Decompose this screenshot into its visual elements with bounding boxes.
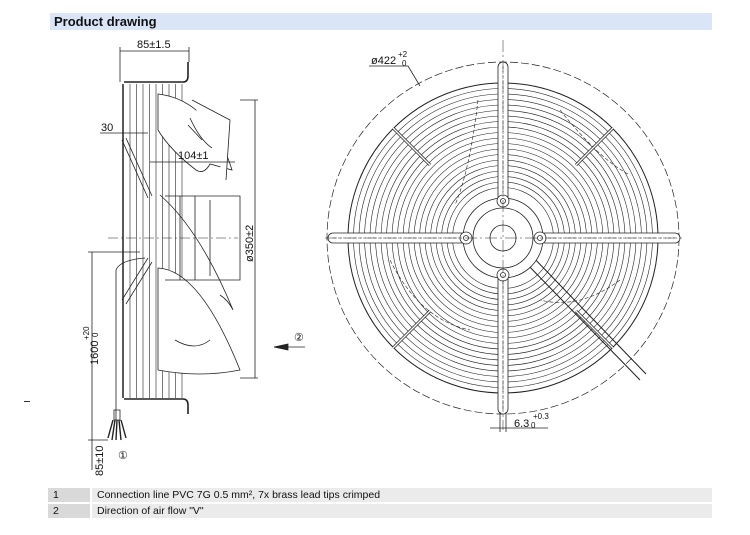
margin-mark <box>24 401 30 402</box>
dim-slot-tol-lower: 0 <box>531 421 536 430</box>
table-row: 2 Direction of air flow "V" <box>48 504 712 518</box>
dim-30: 30 <box>101 122 113 134</box>
table-row: 1 Connection line PVC 7G 0.5 mm², 7x bra… <box>48 488 712 502</box>
dim-cable-tol-lower: 0 <box>91 332 100 337</box>
note-number: 1 <box>48 488 92 502</box>
front-view: ø422 +2 0 6.3 +0.3 0 <box>325 40 685 432</box>
callout-1: ① <box>118 450 128 462</box>
dim-dia422: ø422 <box>371 55 396 67</box>
dim-slot-tol-upper: +0.3 <box>533 412 549 421</box>
dim-lead: 85±10 <box>94 445 106 476</box>
note-number: 2 <box>48 504 92 518</box>
dim-cable: 1600 <box>89 341 101 365</box>
side-view: 85±1.5 30 104±1 ø350±2 1600 <box>82 39 305 476</box>
dim-dia422-tol-upper: +2 <box>398 50 408 59</box>
dim-dia350: ø350±2 <box>244 225 256 262</box>
notes-table: 1 Connection line PVC 7G 0.5 mm², 7x bra… <box>48 486 712 520</box>
dim-104: 104±1 <box>178 150 209 162</box>
dim-slot: 6.3 <box>514 418 529 430</box>
dim-dia422-tol-lower: 0 <box>402 59 407 68</box>
dim-cable-tol-upper: +20 <box>82 326 91 340</box>
note-text: Connection line PVC 7G 0.5 mm², 7x brass… <box>92 488 712 502</box>
product-drawing: 85±1.5 30 104±1 ø350±2 1600 <box>82 39 685 476</box>
callout-2: ② <box>294 332 304 344</box>
note-text: Direction of air flow "V" <box>92 504 712 518</box>
dim-depth: 85±1.5 <box>137 39 171 51</box>
section-title: Product drawing <box>54 14 157 29</box>
section-header: Product drawing <box>50 13 712 30</box>
